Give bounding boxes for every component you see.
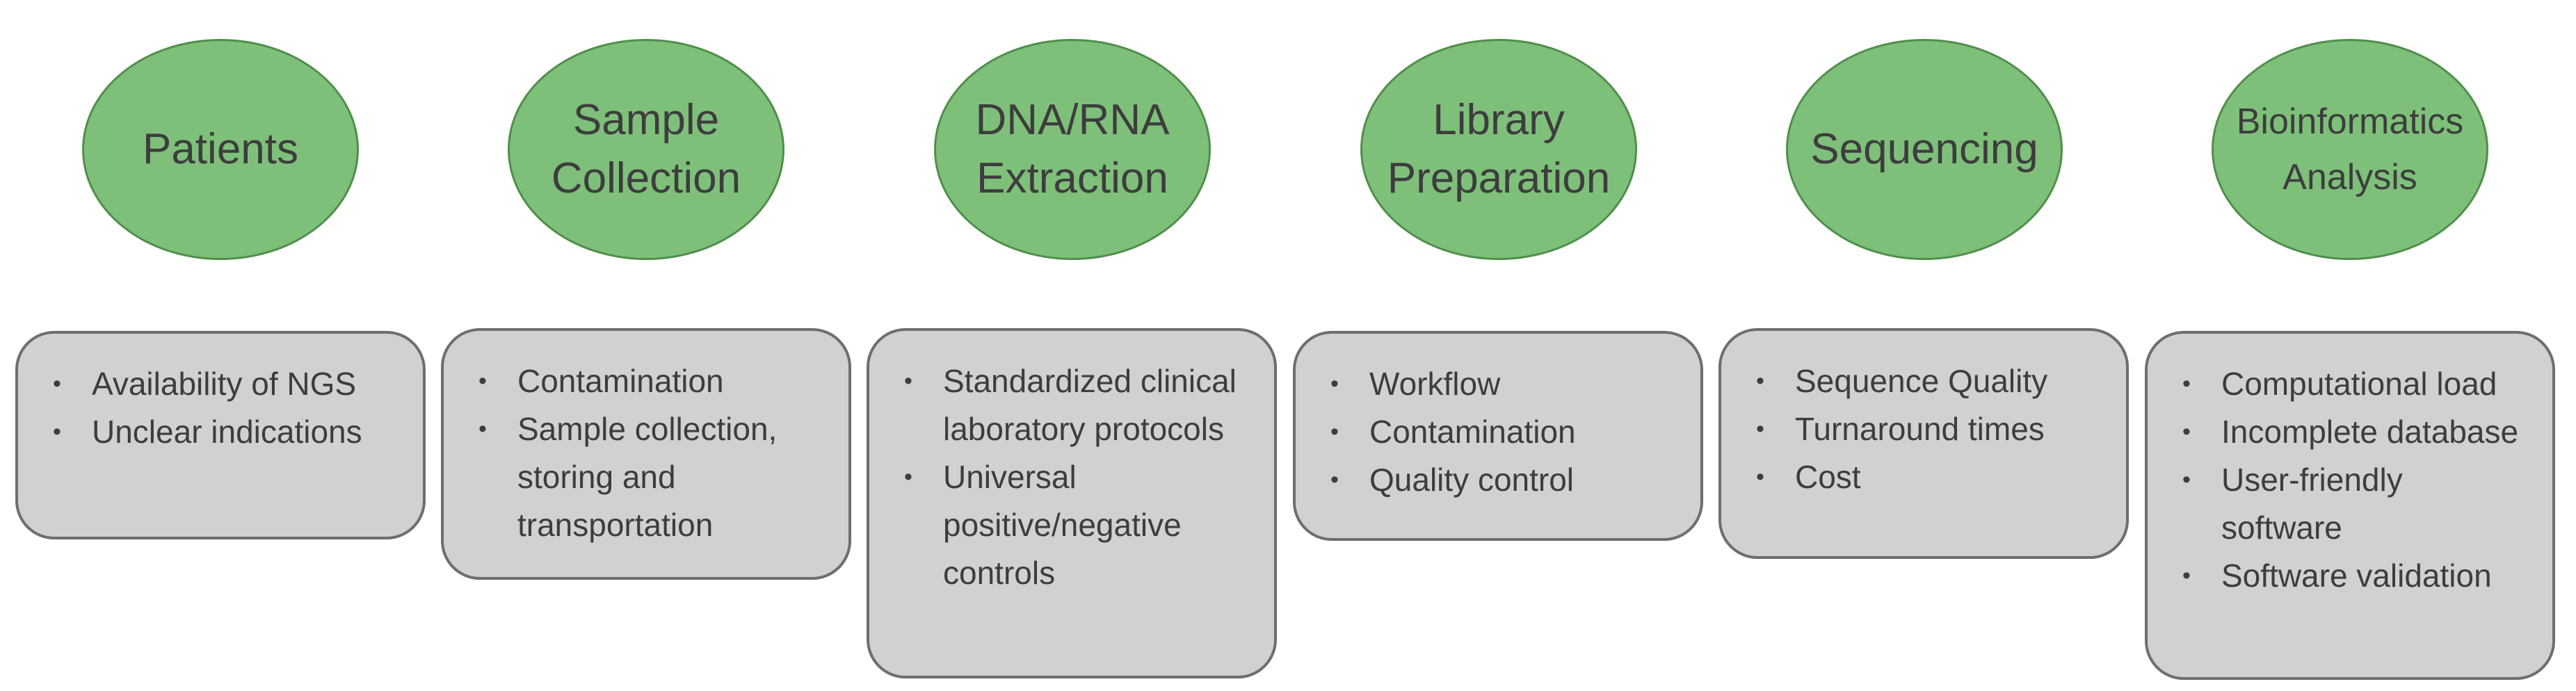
challenge-item: Contamination: [1326, 408, 1680, 456]
challenge-item: Cost: [1752, 453, 2105, 501]
challenge-list: Sequence Quality Turnaround times Cost: [1752, 357, 2105, 501]
step-circle-library-preparation: Library Preparation: [1360, 39, 1637, 260]
challenge-item: Sample collection, storing and transport…: [474, 405, 828, 549]
challenge-item: Availability of NGS: [49, 360, 402, 408]
challenge-item: Universal positive/negative controls: [900, 453, 1253, 597]
challenge-list: Availability of NGS Unclear indications: [49, 360, 402, 456]
challenge-item: Turnaround times: [1752, 405, 2105, 453]
challenge-box-bioinformatics-analysis: Computational load Incomplete database U…: [2145, 331, 2555, 680]
challenge-list: Standardized clinical laboratory protoco…: [900, 357, 1253, 597]
step-title: DNA/RNA Extraction: [975, 96, 1170, 202]
challenge-list: Contamination Sample collection, storing…: [474, 357, 828, 549]
challenge-box-patients: Availability of NGS Unclear indications: [15, 331, 426, 539]
step-circle-dna-rna-extraction: DNA/RNA Extraction: [934, 39, 1211, 260]
step-circle-sample-collection: Sample Collection: [508, 39, 784, 260]
step-title: Library Preparation: [1387, 96, 1611, 202]
challenge-item: User-friendly software: [2178, 456, 2531, 552]
challenge-box-library-preparation: Workflow Contamination Quality control: [1293, 331, 1703, 541]
step-circle-patients: Patients: [82, 39, 359, 260]
challenge-box-dna-rna-extraction: Standardized clinical laboratory protoco…: [867, 328, 1277, 678]
challenge-item: Standardized clinical laboratory protoco…: [900, 357, 1253, 453]
challenge-item: Workflow: [1326, 360, 1680, 408]
challenge-item: Incomplete database: [2178, 408, 2531, 456]
step-title: Patients: [142, 125, 299, 173]
step-title: Sequencing: [1810, 125, 2038, 173]
challenge-list: Computational load Incomplete database U…: [2178, 360, 2531, 600]
challenge-item: Sequence Quality: [1752, 357, 2105, 405]
challenge-item: Software validation: [2178, 552, 2531, 600]
challenge-box-sample-collection: Contamination Sample collection, storing…: [441, 328, 851, 580]
challenge-list: Workflow Contamination Quality control: [1326, 360, 1680, 504]
challenge-item: Contamination: [474, 357, 828, 405]
challenge-item: Unclear indications: [49, 408, 402, 456]
step-title: Bioinformatics Analysis: [2236, 101, 2464, 197]
step-circle-bioinformatics-analysis: Bioinformatics Analysis: [2212, 39, 2488, 260]
step-circle-sequencing: Sequencing: [1786, 39, 2063, 260]
challenge-item: Quality control: [1326, 456, 1680, 504]
challenge-box-sequencing: Sequence Quality Turnaround times Cost: [1718, 328, 2129, 559]
challenge-item: Computational load: [2178, 360, 2531, 408]
step-title: Sample Collection: [551, 96, 741, 202]
